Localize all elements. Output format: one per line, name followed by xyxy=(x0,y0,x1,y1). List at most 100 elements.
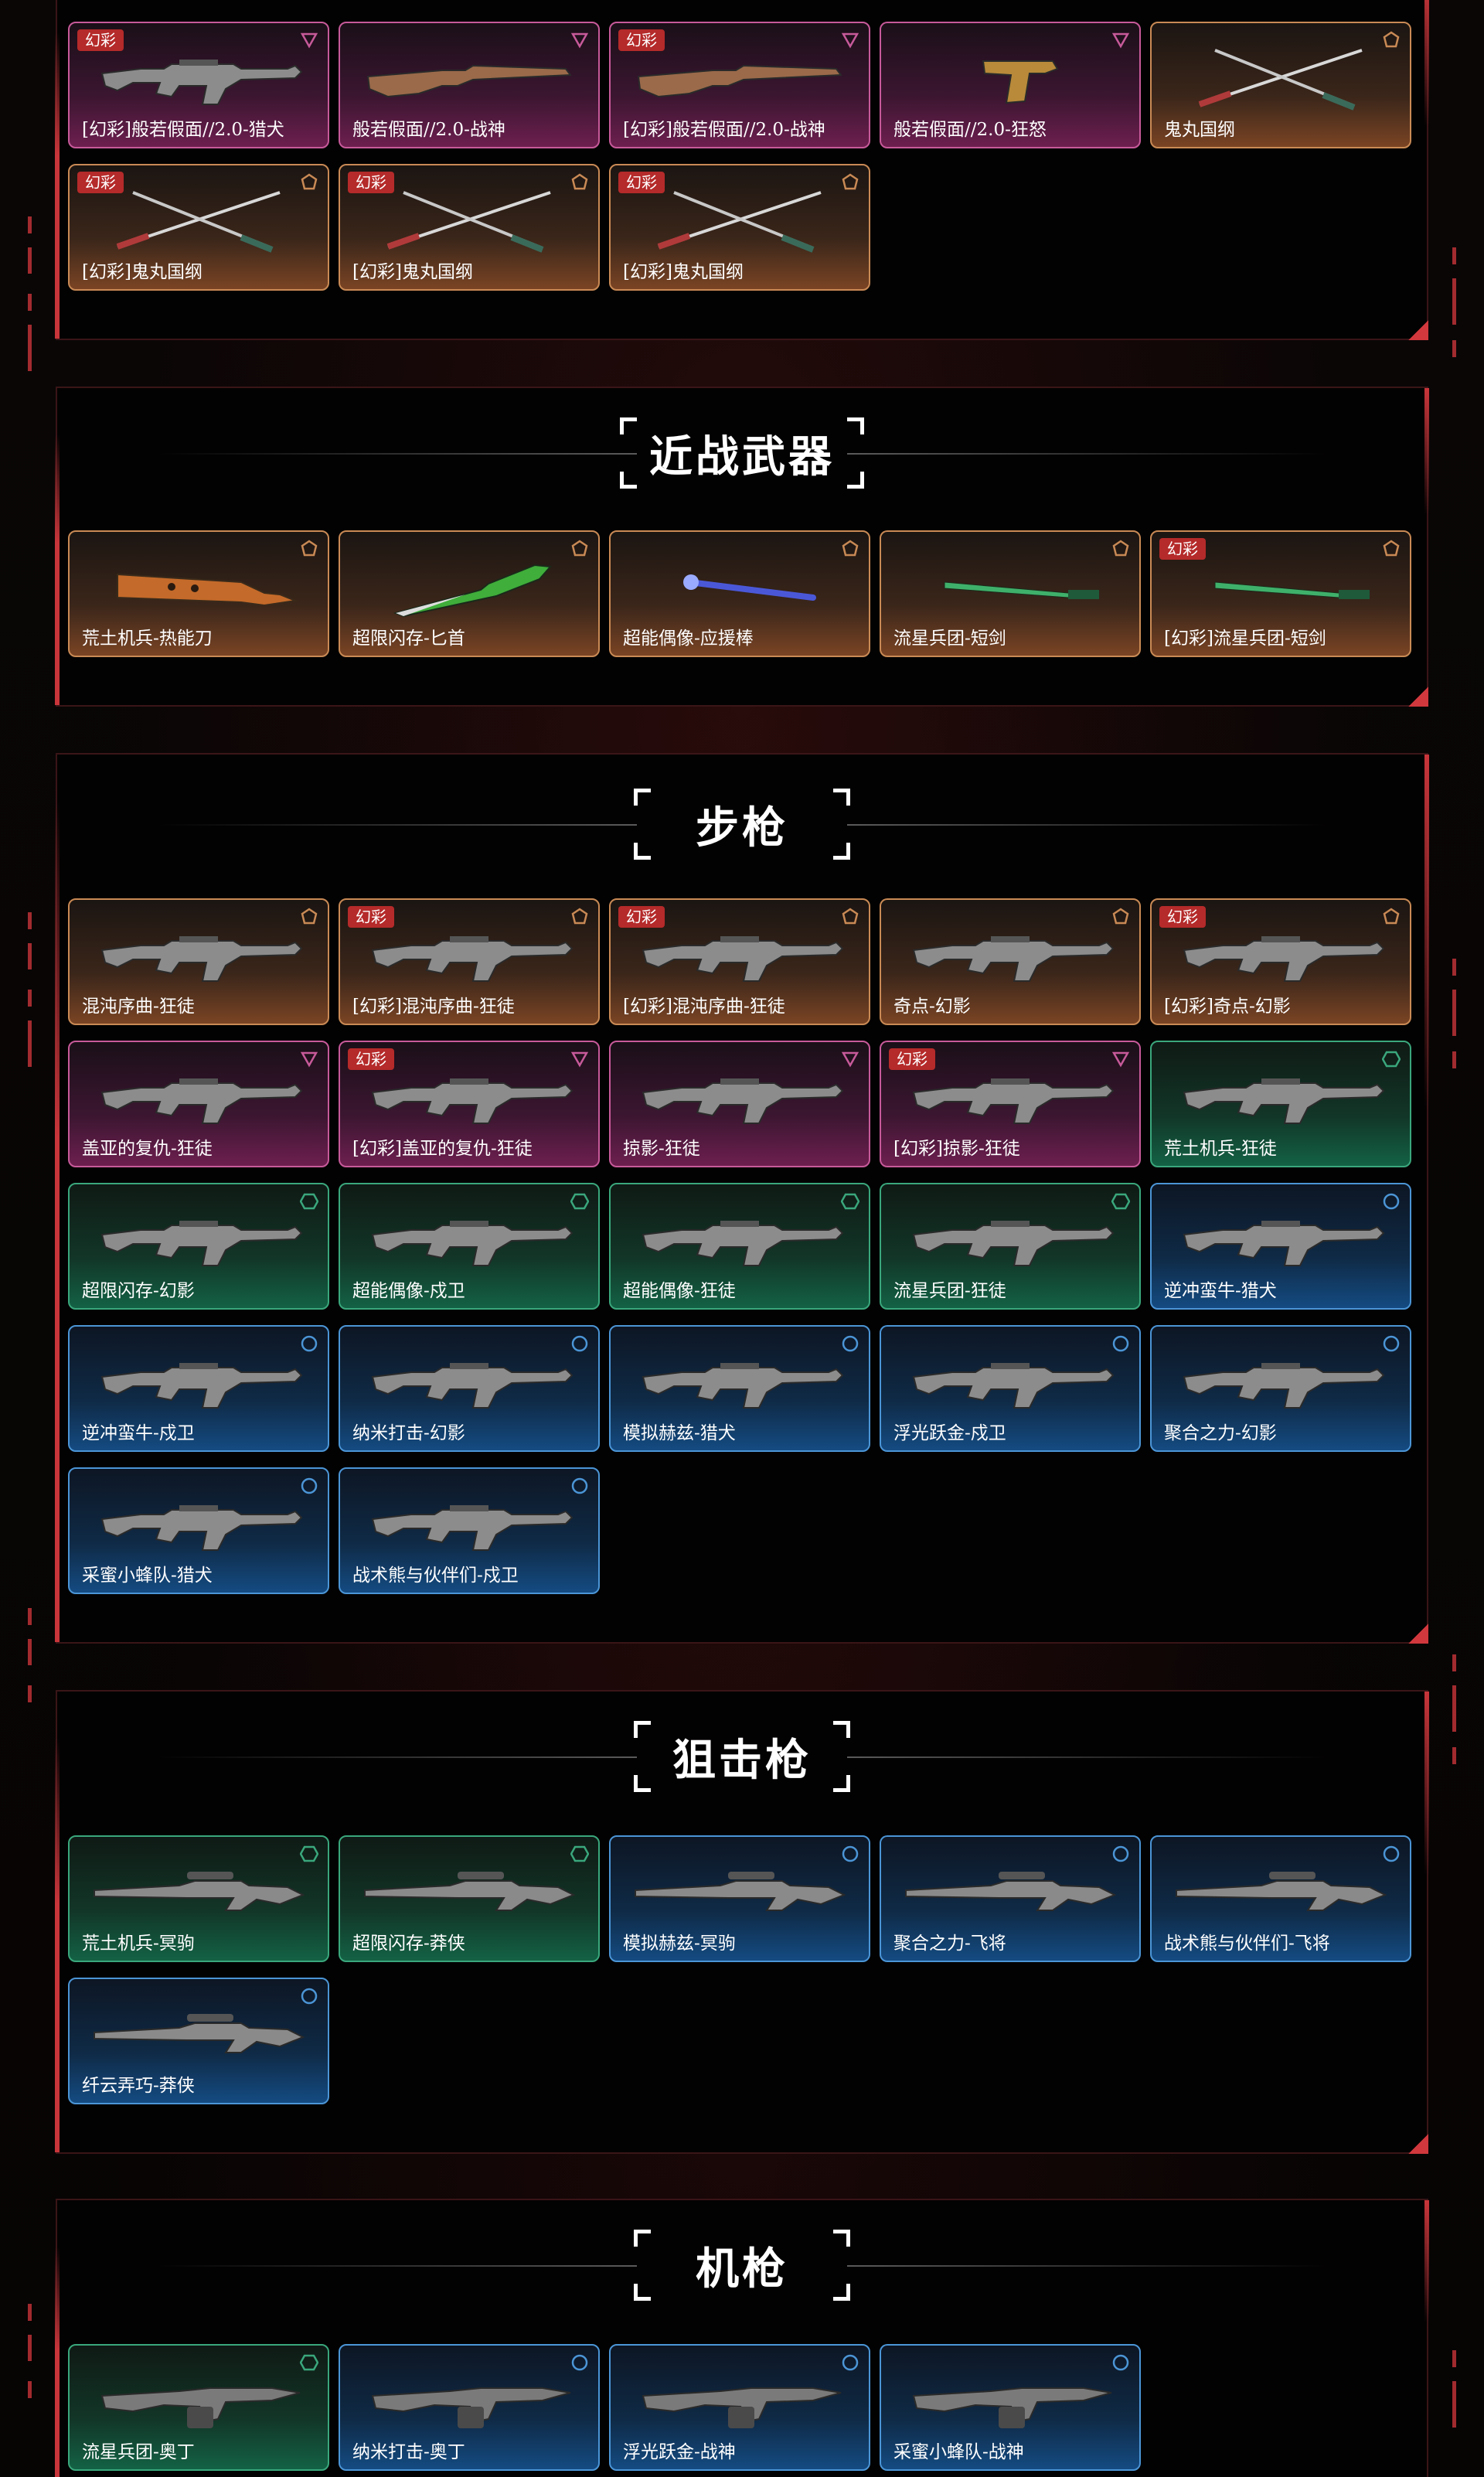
rifle-image xyxy=(642,1078,844,1124)
card-label: 盖亚的复仇-狂徒 xyxy=(82,1139,213,1159)
knife-image xyxy=(393,564,553,618)
right-side-decoration xyxy=(1438,0,1484,2477)
swords-image xyxy=(1198,49,1363,111)
dagger-image xyxy=(1214,581,1370,599)
weapon-skin-card[interactable]: 浮光跃金-战神 xyxy=(609,2344,870,2471)
weapon-skin-card[interactable]: 幻彩[幻彩]盖亚的复仇-狂徒 xyxy=(339,1041,600,1167)
weapon-skin-card[interactable]: 幻彩[幻彩]奇点-幻影 xyxy=(1150,898,1411,1025)
weapon-skin-card[interactable]: 般若假面//2.0-狂怒 xyxy=(880,22,1141,148)
section-title-row: 步枪 xyxy=(57,785,1427,863)
sniper-image xyxy=(905,1872,1117,1911)
gold-tier-icon xyxy=(571,173,588,190)
shotgun-image xyxy=(637,64,842,98)
blue-tier-icon xyxy=(1112,2354,1129,2371)
weapon-skin-card[interactable]: 纳米打击-奥丁 xyxy=(339,2344,600,2471)
weapon-skin-card[interactable]: 逆冲蛮牛-戍卫 xyxy=(68,1325,329,1452)
section-melee: 近战武器 荒土机兵-热能刀 超限闪存-匕首超能偶像-应援棒流星兵团-短剑 幻彩[幻彩… xyxy=(55,387,1429,707)
weapon-skin-card[interactable]: 混沌序曲-狂徒 xyxy=(68,898,329,1025)
blue-tier-icon xyxy=(842,1845,859,1862)
purple-tier-icon xyxy=(570,1051,589,1068)
weapon-skin-card[interactable]: 幻彩[幻彩]鬼丸国纲 xyxy=(68,164,329,291)
weapon-skin-card[interactable]: 纤云弄巧-莽侠 xyxy=(68,1978,329,2104)
weapon-skin-card[interactable]: 幻彩[幻彩]般若假面//2.0-战神 xyxy=(609,22,870,148)
card-label: 战术熊与伙伴们-飞将 xyxy=(1164,1934,1330,1954)
weapon-skin-card[interactable]: 般若假面//2.0-战神 xyxy=(339,22,600,148)
weapon-skin-card[interactable]: 盖亚的复仇-狂徒 xyxy=(68,1041,329,1167)
sniper-image xyxy=(94,1872,305,1911)
gold-tier-icon xyxy=(842,908,859,925)
weapon-skin-card[interactable]: 幻彩[幻彩]掠影-狂徒 xyxy=(880,1041,1141,1167)
card-label: 流星兵团-短剑 xyxy=(893,629,1006,649)
green-tier-icon xyxy=(570,1193,589,1210)
weapon-skin-card[interactable]: 掠影-狂徒 xyxy=(609,1041,870,1167)
card-label: 鬼丸国纲 xyxy=(1164,120,1235,140)
weapon-skin-card[interactable]: 纳米打击-幻影 xyxy=(339,1325,600,1452)
weapon-skin-card[interactable]: 超限闪存-匕首 xyxy=(339,530,600,657)
section-title: 步枪 xyxy=(696,802,788,853)
weapon-skin-card[interactable]: 幻彩[幻彩]般若假面//2.0-猎犬 xyxy=(68,22,329,148)
weapon-skin-card[interactable]: 超能偶像-狂徒 xyxy=(609,1183,870,1310)
blue-tier-icon xyxy=(1112,1335,1129,1352)
card-label: 荒土机兵-热能刀 xyxy=(82,629,213,649)
weapon-skin-card[interactable]: 奇点-幻影 xyxy=(880,898,1141,1025)
weapon-skin-card[interactable]: 流星兵团-短剑 xyxy=(880,530,1141,657)
weapon-skin-card[interactable]: 幻彩[幻彩]流星兵团-短剑 xyxy=(1150,530,1411,657)
weapon-skin-card[interactable]: 荒土机兵-狂徒 xyxy=(1150,1041,1411,1167)
weapon-skin-card[interactable]: 超能偶像-戍卫 xyxy=(339,1183,600,1310)
weapon-skin-card[interactable]: 幻彩[幻彩]鬼丸国纲 xyxy=(609,164,870,291)
blue-tier-icon xyxy=(842,1335,859,1352)
purple-tier-icon xyxy=(570,32,589,49)
rifle-image xyxy=(100,936,303,982)
gold-tier-icon xyxy=(571,540,588,557)
section-title-frame: 近战武器 xyxy=(620,417,864,489)
weapon-skin-card[interactable]: 模拟赫兹-冥驹 xyxy=(609,1835,870,1962)
weapon-skin-card[interactable]: 幻彩[幻彩]混沌序曲-狂徒 xyxy=(609,898,870,1025)
gold-tier-icon xyxy=(301,908,318,925)
section-sniper: 狙击枪 荒土机兵-冥驹超限闪存-莽侠模拟赫兹-冥驹 聚合之力-飞将战术熊与伙伴们-… xyxy=(55,1690,1429,2154)
section-title-row: 近战武器 xyxy=(57,414,1427,492)
weapon-skin-card[interactable]: 超限闪存-幻影 xyxy=(68,1183,329,1310)
weapon-skin-card[interactable]: 浮光跃金-戍卫 xyxy=(880,1325,1141,1452)
card-grid: 混沌序曲-狂徒幻彩[幻彩]混沌序曲-狂徒幻彩[幻彩]混沌序曲-狂徒奇点-幻影幻彩… xyxy=(68,898,1411,1594)
green-tier-icon xyxy=(1382,1051,1401,1068)
weapon-skin-card[interactable]: 幻彩[幻彩]鬼丸国纲 xyxy=(339,164,600,291)
card-label: 超限闪存-幻影 xyxy=(82,1281,195,1301)
weapon-skin-card[interactable]: 荒土机兵-热能刀 xyxy=(68,530,329,657)
purple-tier-icon xyxy=(1111,32,1130,49)
weapon-skin-card[interactable]: 聚合之力-幻影 xyxy=(1150,1325,1411,1452)
weapon-skin-card[interactable]: 聚合之力-飞将 xyxy=(880,1835,1141,1962)
corner-decoration xyxy=(1408,2134,1428,2154)
weapon-skin-card[interactable]: 幻彩[幻彩]混沌序曲-狂徒 xyxy=(339,898,600,1025)
card-label: 混沌序曲-狂徒 xyxy=(82,997,195,1017)
sniper-image xyxy=(1176,1872,1387,1911)
section-title: 狙击枪 xyxy=(672,1734,812,1786)
weapon-skin-card[interactable]: 模拟赫兹-猎犬 xyxy=(609,1325,870,1452)
sniper-image xyxy=(635,1872,846,1911)
weapon-skin-card[interactable]: 流星兵团-狂徒 xyxy=(880,1183,1141,1310)
card-label: 逆冲蛮牛-猎犬 xyxy=(1164,1281,1277,1301)
weapon-skin-card[interactable]: 流星兵团-奥丁 xyxy=(68,2344,329,2471)
weapon-skin-card[interactable]: 超限闪存-莽侠 xyxy=(339,1835,600,1962)
weapon-skin-card[interactable]: 战术熊与伙伴们-戍卫 xyxy=(339,1467,600,1594)
purple-tier-icon xyxy=(841,1051,859,1068)
card-label: 纤云弄巧-莽侠 xyxy=(82,2076,195,2096)
green-tier-icon xyxy=(841,1193,859,1210)
blue-tier-icon xyxy=(301,1477,318,1494)
blue-tier-icon xyxy=(1383,1845,1400,1862)
card-label: 超能偶像-狂徒 xyxy=(623,1281,736,1301)
cleaver-image xyxy=(117,573,298,607)
weapon-skin-card[interactable]: 战术熊与伙伴们-飞将 xyxy=(1150,1835,1411,1962)
weapon-skin-card[interactable]: 荒土机兵-冥驹 xyxy=(68,1835,329,1962)
section-title-row: 机枪 xyxy=(57,2227,1427,2304)
weapon-skin-card[interactable]: 逆冲蛮牛-猎犬 xyxy=(1150,1183,1411,1310)
card-label: 模拟赫兹-冥驹 xyxy=(623,1934,736,1954)
weapon-skin-card[interactable]: 采蜜小蜂队-猎犬 xyxy=(68,1467,329,1594)
weapon-skin-card[interactable]: 鬼丸国纲 xyxy=(1150,22,1411,148)
weapon-skin-card[interactable]: 采蜜小蜂队-战神 xyxy=(880,2344,1141,2471)
green-tier-icon xyxy=(1111,1193,1130,1210)
green-tier-icon xyxy=(300,2354,318,2371)
corner-decoration xyxy=(1408,320,1428,340)
weapon-skin-card[interactable]: 超能偶像-应援棒 xyxy=(609,530,870,657)
rifle-image xyxy=(100,1505,303,1551)
card-label: 采蜜小蜂队-战神 xyxy=(893,2442,1024,2462)
